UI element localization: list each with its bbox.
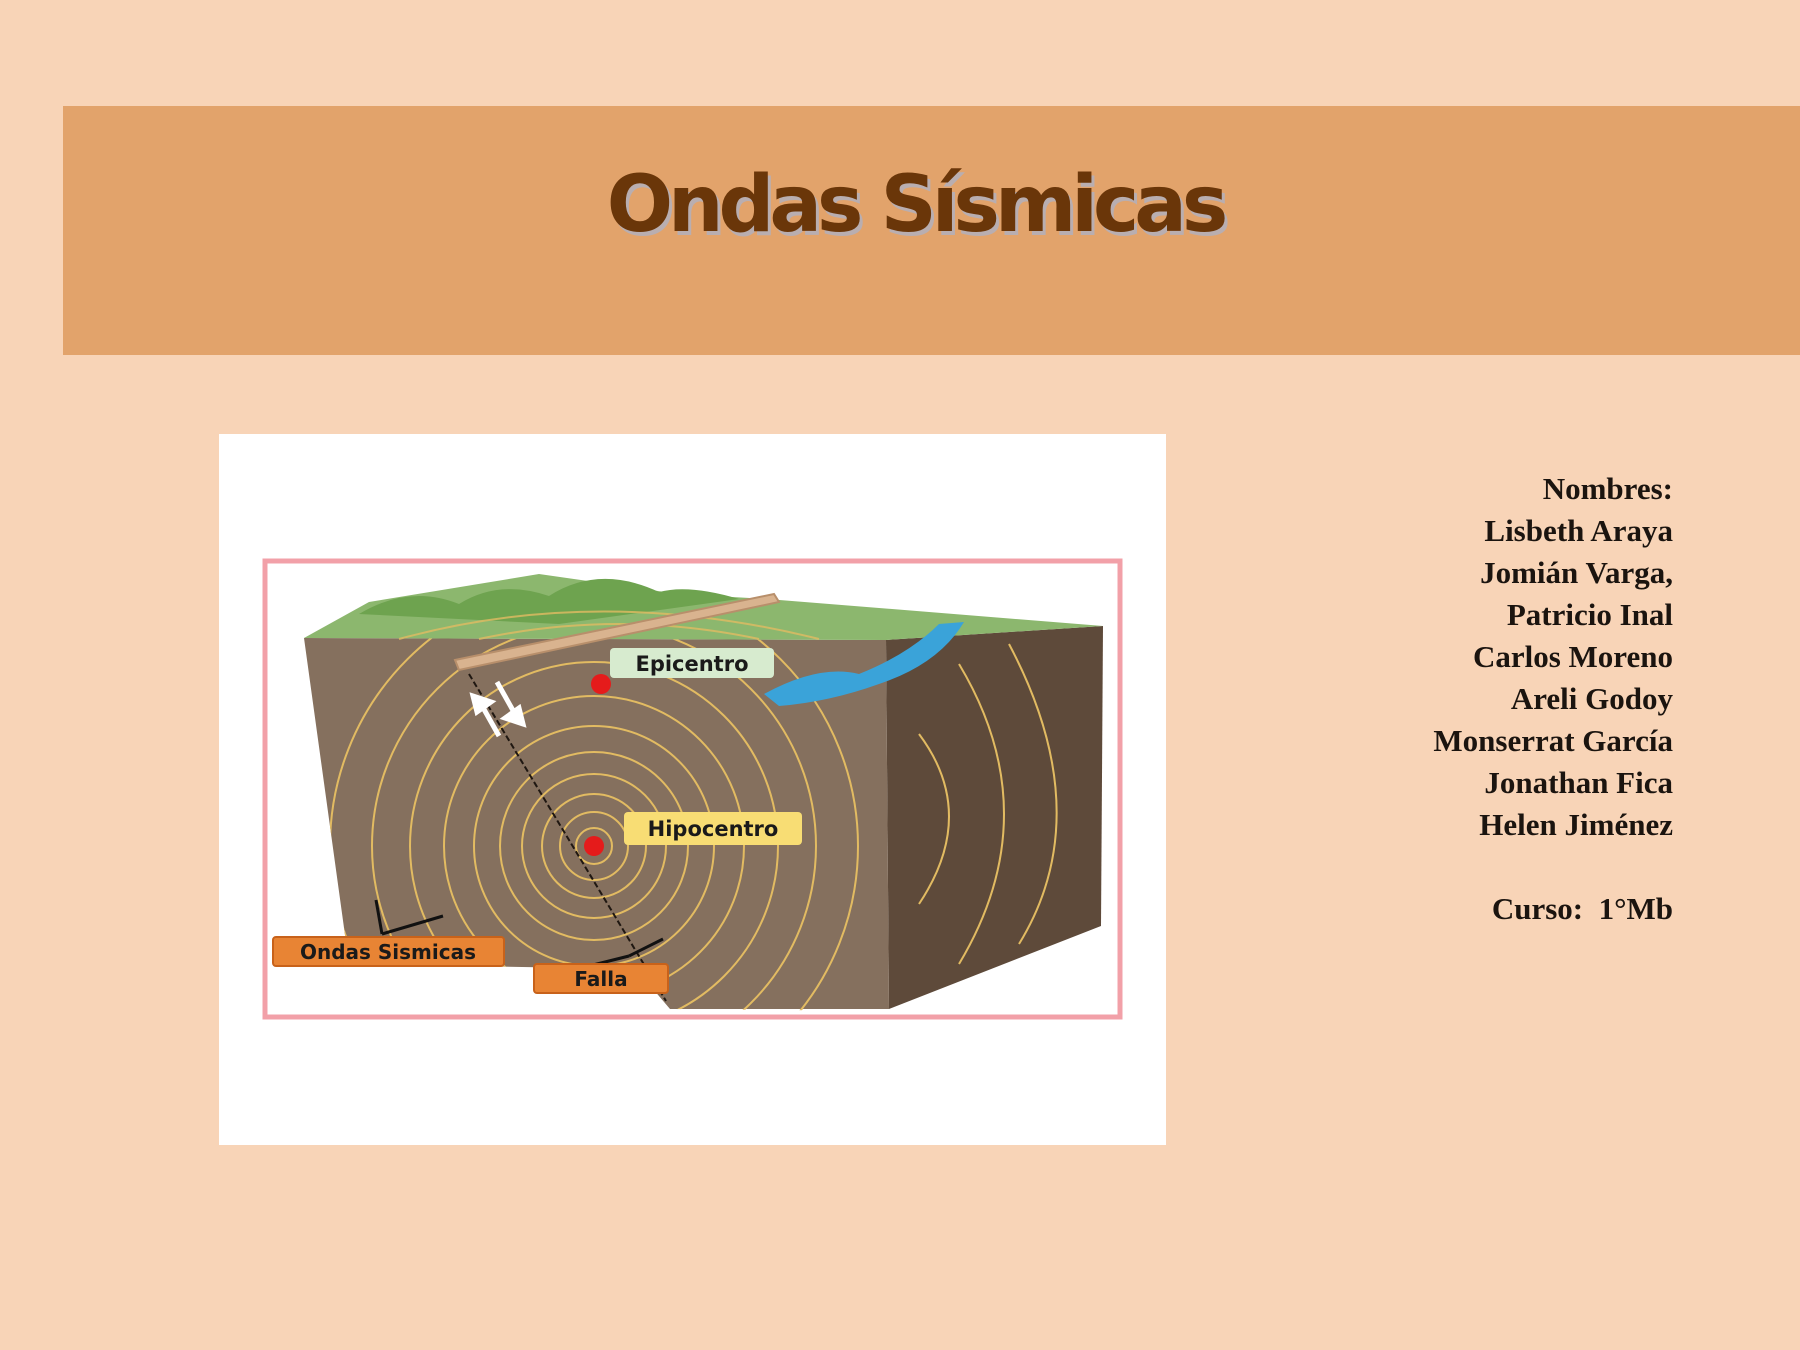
fault-scarp [453,592,781,672]
fault-line [468,673,667,1002]
earthquake-diagram-svg: Epicentro Hipocentro Ondas Sismicas Fall… [262,558,1123,1020]
credits-block: Nombres: Lisbeth Araya Jomián Varga, Pat… [1433,468,1673,930]
slide-title: Ondas Sísmicas [606,160,1229,250]
course-value: 1°Mb [1598,891,1673,926]
name-item: Monserrat García [1433,723,1673,758]
hills [359,578,739,624]
name-item: Jomián Varga, [1480,555,1673,590]
course-label: Curso: [1491,891,1584,926]
river [764,622,964,706]
epicenter-label: Epicentro [635,652,748,676]
diagram-frame [262,558,1123,1020]
course-line: Curso: 1°Mb [1433,888,1673,930]
side-wave-arcs [918,643,1058,965]
seismic-waves-label-box [272,936,505,967]
name-item: Areli Godoy [1510,681,1673,716]
name-item: Carlos Moreno [1472,639,1673,674]
hypocenter-label-box [624,812,802,845]
names-heading: Nombres: [1542,471,1673,506]
fault-motion-arrows [469,680,527,738]
name-item: Jonathan Fica [1484,765,1673,800]
surface-wave-arcs [398,610,820,640]
epicenter-label-box [610,648,774,678]
hypocenter-label: Hipocentro [648,817,779,841]
earthquake-diagram: Epicentro Hipocentro Ondas Sismicas Fall… [219,434,1166,1145]
name-item: Lisbeth Araya [1484,513,1673,548]
name-item: Helen Jiménez [1479,807,1673,842]
name-item: Patricio Inal [1506,597,1673,632]
epicenter-marker [591,674,611,694]
block-side-face [886,626,1103,1009]
title-banner [63,106,1800,355]
fault-label-box [533,963,669,994]
fault-label: Falla [574,967,627,991]
seismic-waves-label: Ondas Sismicas [300,940,476,964]
hypocenter-marker [584,836,604,856]
